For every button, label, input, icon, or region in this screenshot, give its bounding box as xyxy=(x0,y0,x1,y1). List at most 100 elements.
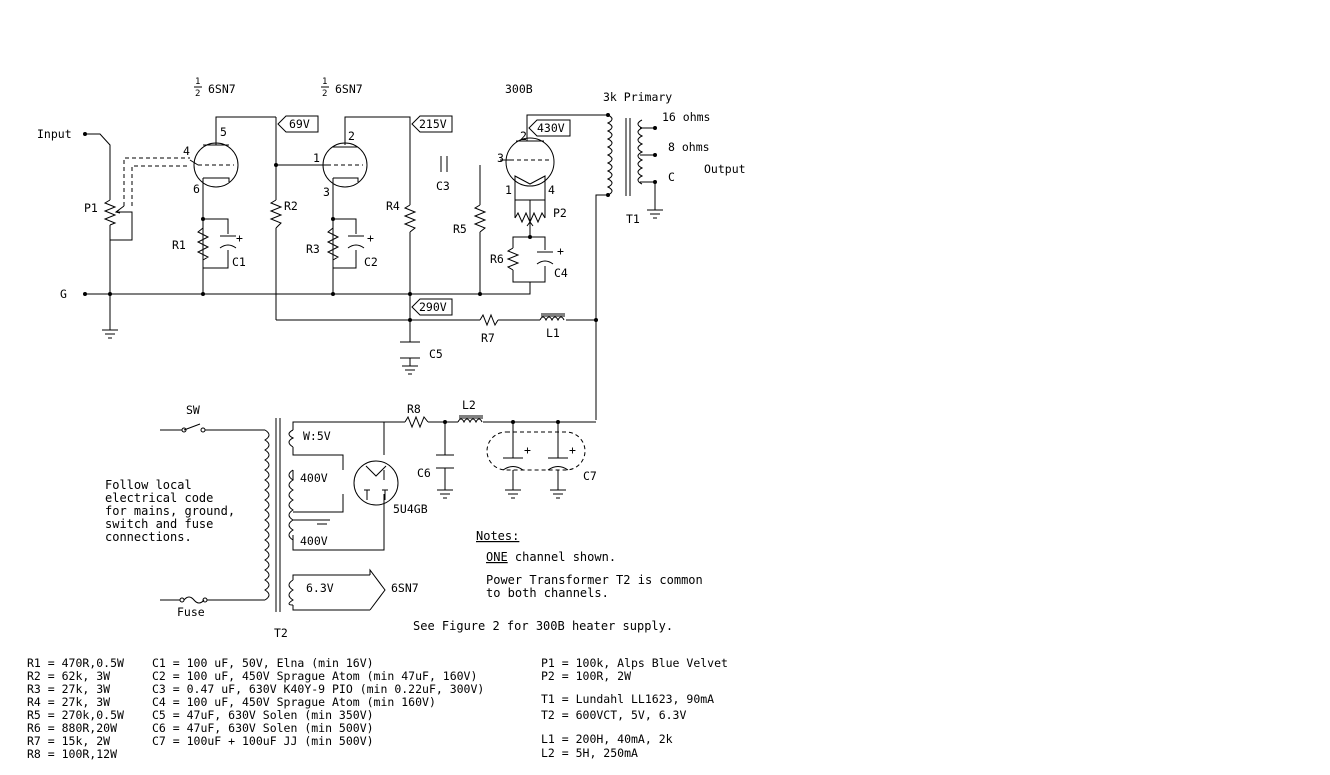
label-t2: T2 xyxy=(274,626,288,640)
label-tap-16: 16 ohms xyxy=(662,110,710,124)
part-resistor: R7 = 15k, 2W xyxy=(27,734,110,748)
label-plus: + xyxy=(236,231,243,245)
label-plus: + xyxy=(367,231,374,245)
label-heater-to: 6SN7 xyxy=(391,581,419,595)
label-c4: C4 xyxy=(554,266,568,280)
part-resistor: R2 = 62k, 3W xyxy=(27,669,110,683)
part-inductor: L1 = 200H, 40mA, 2k xyxy=(541,732,673,746)
label-c5: C5 xyxy=(429,347,443,361)
inductor-l2 xyxy=(457,415,483,424)
potentiometer-p2 xyxy=(514,211,546,230)
part-pot: P2 = 100R, 2W xyxy=(541,669,631,683)
label-c3: C3 xyxy=(436,179,450,193)
label-tap-c: C xyxy=(668,170,675,184)
pin-label: 4 xyxy=(183,144,190,158)
label-r5: R5 xyxy=(453,222,467,236)
voltage-flag-215v: 215V xyxy=(411,115,453,133)
tube-v1 xyxy=(189,142,239,195)
label-l1: L1 xyxy=(546,326,560,340)
notes: Notes: ONE channel shown. Power Transfor… xyxy=(413,529,703,633)
label-output: Output xyxy=(704,162,746,176)
label-sw: SW xyxy=(186,403,200,417)
parts-list-other: P1 = 100k, Alps Blue Velvet P2 = 100R, 2… xyxy=(541,656,728,760)
junction-dots xyxy=(83,113,657,424)
capacitor-c2 xyxy=(347,235,365,249)
resistor-r2 xyxy=(269,199,283,229)
label-sec-63: 6.3V xyxy=(306,581,334,595)
notes-figure-ref: See Figure 2 for 300B heater supply. xyxy=(413,619,673,633)
safety-note-line: Follow local xyxy=(105,478,192,492)
safety-note-line: connections. xyxy=(105,530,192,544)
resistor-r1 xyxy=(196,227,210,261)
tube-rect-name: 5U4GB xyxy=(393,502,428,516)
tube-v2-label: 1 2 6SN7 xyxy=(321,77,363,99)
label-fuse: Fuse xyxy=(177,605,205,619)
part-inductor: L2 = 5H, 250mA xyxy=(541,746,638,760)
safety-note-line: for mains, ground, xyxy=(105,504,235,518)
svg-text:2: 2 xyxy=(195,89,200,99)
part-resistor: R4 = 27k, 3W xyxy=(27,695,110,709)
pin-label: 2 xyxy=(520,129,527,143)
label-sec-w: W:5V xyxy=(303,429,331,443)
resistor-r8 xyxy=(404,415,429,429)
capacitor-c5 xyxy=(400,340,420,366)
label-r3: R3 xyxy=(306,242,320,256)
tube-v1-label: 1 2 6SN7 xyxy=(194,77,236,99)
notes-line-1-rest: channel shown. xyxy=(508,550,616,564)
label-plus: + xyxy=(524,443,531,457)
potentiometer-p1 xyxy=(103,199,125,226)
part-resistor: R6 = 880R,20W xyxy=(27,721,117,735)
capacitor-c6 xyxy=(436,454,454,469)
notes-title: Notes: xyxy=(476,529,519,543)
tube-v3-name: 300B xyxy=(505,82,533,96)
capacitor-c4 xyxy=(536,251,554,265)
fuse xyxy=(179,596,208,604)
part-transformer: T1 = Lundahl LL1623, 90mA xyxy=(541,692,714,706)
pin-label: 1 xyxy=(505,183,512,197)
parts-list-capacitors: C1 = 100 uF, 50V, Elna (min 16V) C2 = 10… xyxy=(152,656,484,748)
ground-symbols xyxy=(102,209,663,525)
notes-line-1: ONE channel shown. xyxy=(486,550,616,564)
safety-note-line: electrical code xyxy=(105,491,213,505)
label-l2: L2 xyxy=(462,398,476,412)
wiring xyxy=(85,114,656,611)
label-c2: C2 xyxy=(364,255,378,269)
part-capacitor: C7 = 100uF + 100uF JJ (min 500V) xyxy=(152,734,374,748)
resistor-r6 xyxy=(506,247,520,271)
voltage-430v: 430V xyxy=(537,121,565,135)
pin-label: 3 xyxy=(497,151,504,165)
heater-connector xyxy=(369,568,386,611)
svg-text:2: 2 xyxy=(322,89,327,99)
label-p2: P2 xyxy=(553,206,567,220)
label-p1: P1 xyxy=(84,201,98,215)
safety-note-line: switch and fuse xyxy=(105,517,213,531)
input-label: Input xyxy=(37,127,72,141)
label-r6: R6 xyxy=(490,252,504,266)
tube-rectifier xyxy=(353,460,399,506)
tube-v1-name: 6SN7 xyxy=(208,82,236,96)
transformer-t1 xyxy=(606,114,644,196)
voltage-flag-290v: 290V xyxy=(411,298,453,316)
voltage-215v: 215V xyxy=(419,117,447,131)
safety-note: Follow local electrical code for mains, … xyxy=(105,478,235,544)
resistor-r5 xyxy=(473,204,487,233)
notes-line-3: to both channels. xyxy=(486,586,609,600)
label-plus: + xyxy=(569,443,576,457)
label-c1: C1 xyxy=(232,255,246,269)
label-sec-400a: 400V xyxy=(300,471,328,485)
part-resistor: R5 = 270k,0.5W xyxy=(27,708,124,722)
label-t1: T1 xyxy=(626,212,640,226)
voltage-flag-69v: 69V xyxy=(277,115,319,133)
tube-v3 xyxy=(500,137,555,188)
part-capacitor: C4 = 100 uF, 450V Sprague Atom (min 160V… xyxy=(152,695,436,709)
part-capacitor: C1 = 100 uF, 50V, Elna (min 16V) xyxy=(152,656,374,670)
pin-label: 6 xyxy=(193,182,200,196)
part-capacitor: C5 = 47uF, 630V Solen (min 350V) xyxy=(152,708,374,722)
power-switch xyxy=(181,423,206,433)
resistor-r4 xyxy=(403,204,417,233)
ground-label: G xyxy=(60,287,67,301)
notes-line-2: Power Transformer T2 is common xyxy=(486,573,703,587)
voltage-290v: 290V xyxy=(419,300,447,314)
pin-label: 1 xyxy=(313,151,320,165)
capacitor-c1 xyxy=(219,235,237,249)
